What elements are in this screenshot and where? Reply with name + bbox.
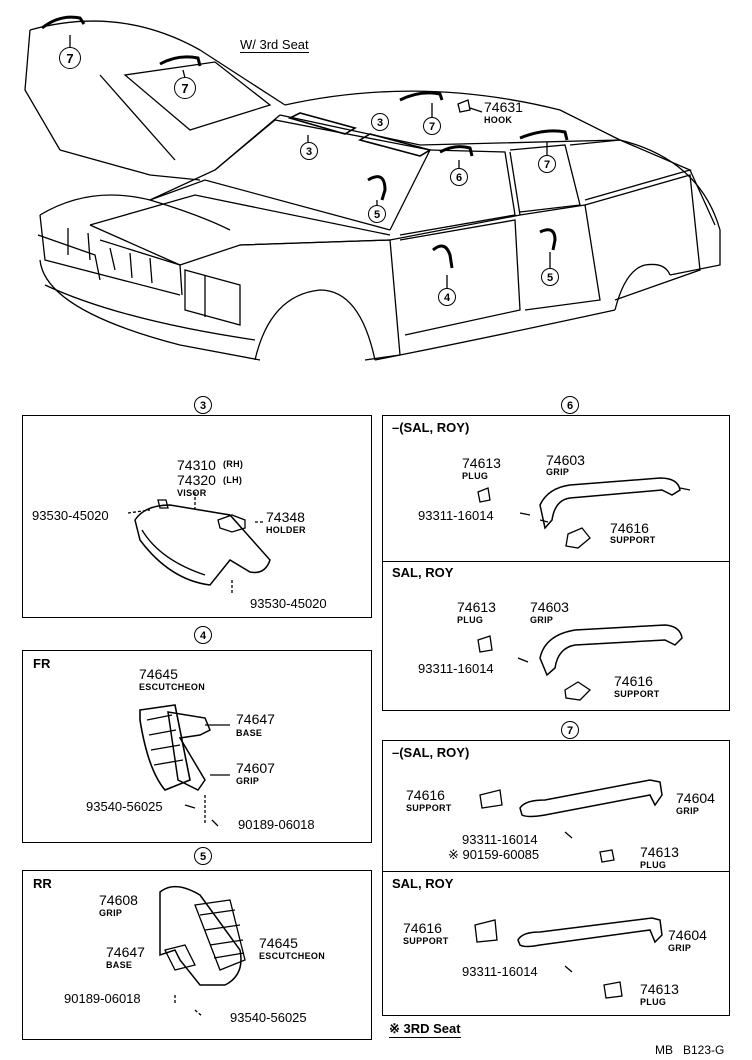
rear-screw: 93540-56025 bbox=[230, 1010, 307, 1025]
callout-6: 6 bbox=[450, 168, 468, 186]
grip7a-plug-label: PLUG bbox=[640, 860, 667, 870]
grip6b-grip-label: GRIP bbox=[530, 615, 554, 625]
section-callout-6: 6 bbox=[561, 396, 579, 414]
hook-label: HOOK bbox=[484, 115, 513, 125]
grip7a-screw: 93311-16014 bbox=[462, 832, 538, 847]
front-screw: 93540-56025 bbox=[86, 799, 163, 814]
panel-grip-6-sal-roy bbox=[382, 561, 730, 711]
callout-7: 7 bbox=[423, 117, 441, 135]
rear-grip-number: 74608 bbox=[99, 892, 138, 908]
vehicle-illustration bbox=[24, 15, 721, 361]
visor-screw-bottom: 93530-45020 bbox=[250, 596, 327, 611]
grip7a-grip-number: 74604 bbox=[676, 790, 715, 806]
grip7-standard-tag: –(SAL, ROY) bbox=[392, 745, 470, 760]
visor-rh-number: 74310 bbox=[177, 457, 216, 473]
grip7b-grip-number: 74604 bbox=[668, 927, 707, 943]
grip7b-screw: 93311-16014 bbox=[462, 964, 538, 979]
holder-number: 74348 bbox=[266, 509, 305, 525]
visor-label: VISOR bbox=[177, 488, 207, 498]
grip7b-plug-number: 74613 bbox=[640, 981, 679, 997]
grip6a-screw: 93311-16014 bbox=[418, 508, 494, 523]
rear-grip-label: GRIP bbox=[99, 908, 123, 918]
grip6a-support-label: SUPPORT bbox=[610, 535, 656, 545]
callout-7: 7 bbox=[174, 77, 196, 99]
grip-label: GRIP bbox=[236, 776, 260, 786]
grip-6-drawings bbox=[477, 477, 691, 701]
grip6a-plug-number: 74613 bbox=[462, 455, 501, 471]
base-number: 74647 bbox=[236, 711, 275, 727]
callout-5: 5 bbox=[541, 268, 559, 286]
rear-base-number: 74647 bbox=[106, 944, 145, 960]
panel-front-grip bbox=[22, 650, 372, 843]
grip6b-grip-number: 74603 bbox=[530, 599, 569, 615]
rear-escutcheon-label: ESCUTCHEON bbox=[259, 951, 326, 961]
visor-rh-tag: (RH) bbox=[223, 459, 244, 469]
footnote-3rd-seat: ※ 3RD Seat bbox=[389, 1021, 461, 1038]
visor-lh-number: 74320 bbox=[177, 472, 216, 488]
panel-grip-6-standard bbox=[382, 415, 730, 562]
grip7-sal-roy-tag: SAL, ROY bbox=[392, 876, 454, 891]
section-callout-4: 4 bbox=[194, 626, 212, 644]
rear-grip-drawing bbox=[159, 886, 246, 1017]
panel-rear-grip bbox=[22, 870, 372, 1040]
grip6a-support-number: 74616 bbox=[610, 520, 649, 536]
variant-label: W/ 3rd Seat bbox=[240, 37, 309, 53]
grip7a-grip-label: GRIP bbox=[676, 806, 700, 816]
grip7b-plug-label: PLUG bbox=[640, 997, 667, 1007]
callout-3: 3 bbox=[371, 113, 389, 131]
grip7a-plug-number: 74613 bbox=[640, 844, 679, 860]
grip7a-support-label: SUPPORT bbox=[406, 803, 452, 813]
section-callout-5: 5 bbox=[194, 847, 212, 865]
callout-4: 4 bbox=[438, 288, 456, 306]
front-grip-drawing bbox=[139, 704, 230, 827]
visor-drawing bbox=[127, 492, 271, 595]
grip6a-grip-number: 74603 bbox=[546, 452, 585, 468]
escutcheon-label: ESCUTCHEON bbox=[139, 682, 206, 692]
rear-nut: 90189-06018 bbox=[64, 991, 141, 1006]
front-nut: 90189-06018 bbox=[238, 817, 315, 832]
base-label: BASE bbox=[236, 728, 263, 738]
rear-tag: RR bbox=[33, 876, 52, 891]
grip6-standard-tag: –(SAL, ROY) bbox=[392, 420, 470, 435]
diagram-code: MB B123-G bbox=[655, 1043, 725, 1057]
grip7b-support-number: 74616 bbox=[403, 920, 442, 936]
panel-visor bbox=[22, 415, 372, 618]
grip6b-plug-number: 74613 bbox=[457, 599, 496, 615]
callout-7: 7 bbox=[538, 155, 556, 173]
grip6a-plug-label: PLUG bbox=[462, 471, 489, 481]
grip6b-support-label: SUPPORT bbox=[614, 689, 660, 699]
section-callout-3: 3 bbox=[194, 396, 212, 414]
visor-screw-top: 93530-45020 bbox=[32, 508, 109, 523]
grip6b-plug-label: PLUG bbox=[457, 615, 484, 625]
visor-lh-tag: (LH) bbox=[223, 475, 243, 485]
section-callout-7: 7 bbox=[561, 721, 579, 739]
grip7b-support-label: SUPPORT bbox=[403, 936, 449, 946]
hook-part-number: 74631 bbox=[484, 99, 523, 115]
grip6b-support-number: 74616 bbox=[614, 673, 653, 689]
front-tag: FR bbox=[33, 656, 51, 671]
callout-7: 7 bbox=[59, 47, 81, 69]
rear-base-label: BASE bbox=[106, 960, 133, 970]
callout-3: 3 bbox=[300, 142, 318, 160]
rear-escutcheon-number: 74645 bbox=[259, 935, 298, 951]
callout-5: 5 bbox=[368, 205, 386, 223]
escutcheon-number: 74645 bbox=[139, 666, 178, 682]
grip7a-screw-3rd-seat: ※ 90159-60085 bbox=[448, 847, 540, 862]
grip7a-support-number: 74616 bbox=[406, 787, 445, 803]
grip-7-drawings bbox=[474, 779, 663, 999]
grip-number: 74607 bbox=[236, 760, 275, 776]
grip6b-screw: 93311-16014 bbox=[418, 661, 494, 676]
panel-grip-7-sal-roy bbox=[382, 871, 730, 1016]
grip6a-grip-label: GRIP bbox=[546, 467, 570, 477]
holder-label: HOLDER bbox=[266, 525, 306, 535]
grip6-sal-roy-tag: SAL, ROY bbox=[392, 565, 454, 580]
grip7b-grip-label: GRIP bbox=[668, 943, 692, 953]
